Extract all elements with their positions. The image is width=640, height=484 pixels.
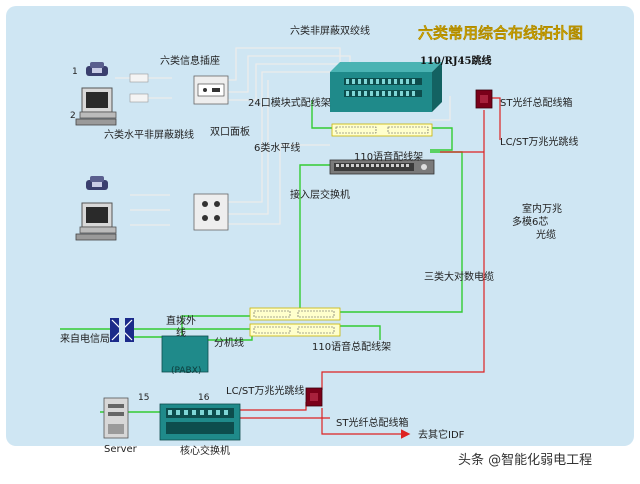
label-lc-st-jumper: LC/ST万兆光跳线	[500, 135, 578, 148]
telecom-connector-icon	[110, 318, 134, 342]
computer-icon	[75, 87, 117, 126]
rack-24-port	[330, 62, 442, 112]
label-voice-main: 110语音总配线架	[312, 340, 391, 353]
dual-faceplate-2	[193, 193, 229, 231]
voice-main-panel	[249, 307, 341, 337]
workstation-1: 1 2	[70, 62, 117, 126]
label-num-15: 15	[138, 393, 149, 403]
access-switch	[329, 159, 435, 175]
label-dual-faceplate: 双口面板	[210, 125, 250, 138]
voice-110-panel	[331, 123, 433, 137]
horizontal-cables	[115, 47, 451, 226]
label-access-switch: 接入层交换机	[290, 188, 350, 201]
label-lc-st-jumper-2: LC/ST万兆光跳线	[226, 384, 304, 397]
label-indoor-fiber: 室内万兆 多模6芯 光缆	[512, 202, 565, 241]
label-direct-line: 直拨外 线	[166, 314, 199, 339]
phone-icon	[86, 176, 108, 190]
label-core-switch: 核心交换机	[180, 444, 230, 457]
label-cat6-patch: 六类水平非屏蔽跳线	[104, 128, 194, 141]
label-st-fiber-box-2: ST光纤总配线箱	[336, 416, 408, 429]
label-voice-110: 110语音配线架	[354, 150, 423, 163]
label-num-2: 2	[70, 111, 76, 121]
green-cables	[60, 100, 463, 413]
core-switch	[159, 403, 241, 441]
server-icon	[103, 397, 129, 439]
label-server: Server	[104, 444, 138, 455]
pabx-box: (PABX)	[161, 335, 209, 376]
label-rj45-110: 110/RJ45跳线	[420, 54, 491, 67]
label-st-fiber-box: ST光纤总配线箱	[500, 96, 572, 109]
diagram-title: 六类常用综合布线拓扑图	[418, 24, 583, 42]
watermark: 头条 @智能化弱电工程	[458, 452, 592, 468]
label-to-idf: 去其它IDF	[418, 428, 465, 441]
st-fiber-box-top	[475, 89, 493, 109]
label-cat6-stp: 六类非屏蔽双绞线	[290, 24, 370, 37]
dual-faceplate-1	[193, 75, 229, 105]
wall-outlet-1	[129, 73, 149, 103]
label-num-16: 16	[198, 393, 210, 403]
label-cat3-trunk: 三类大对数电缆	[424, 270, 494, 283]
label-extension: 分机线	[214, 336, 244, 349]
label-from-telecom: 来自电信局	[60, 332, 110, 345]
workstation-2	[75, 176, 117, 241]
fiber-cables	[232, 97, 501, 439]
computer-icon	[75, 202, 117, 241]
label-patch-24: 24口模块式配线架	[248, 96, 331, 109]
label-cat6-outlet: 六类信息插座	[160, 54, 220, 67]
phone-icon	[86, 62, 108, 76]
st-fiber-box-bottom	[305, 387, 323, 407]
pabx-label: (PABX)	[171, 366, 201, 376]
label-cat6-horizontal: 6类水平线	[254, 141, 300, 154]
label-num-1: 1	[72, 67, 78, 77]
